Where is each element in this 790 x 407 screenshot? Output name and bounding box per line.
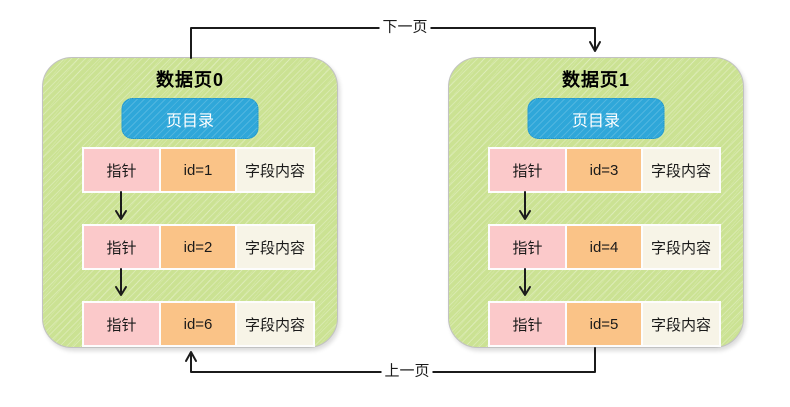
data-page-0: 数据页0 页目录 指针 id=1 字段内容 指针 id=2 字段内容 指针 id… [42, 57, 338, 348]
content-cell: 字段内容 [641, 147, 721, 193]
record-list: 指针 id=1 字段内容 指针 id=2 字段内容 指针 id=6 字段内容 [82, 147, 317, 378]
content-cell: 字段内容 [235, 147, 315, 193]
content-cell: 字段内容 [235, 224, 315, 270]
pointer-cell: 指针 [488, 301, 567, 347]
record-row: 指针 id=2 字段内容 [82, 224, 317, 270]
id-cell: id=3 [565, 147, 643, 193]
id-cell: id=1 [159, 147, 237, 193]
content-cell: 字段内容 [641, 301, 721, 347]
record-row: 指针 id=1 字段内容 [82, 147, 317, 193]
record-row: 指针 id=3 字段内容 [488, 147, 723, 193]
content-cell: 字段内容 [641, 224, 721, 270]
id-cell: id=2 [159, 224, 237, 270]
record-row: 指针 id=5 字段内容 [488, 301, 723, 347]
pointer-cell: 指针 [488, 224, 567, 270]
id-cell: id=6 [159, 301, 237, 347]
page-title: 数据页1 [561, 70, 630, 90]
prev-page-label: 上一页 [381, 359, 433, 381]
page-title: 数据页0 [155, 70, 224, 90]
id-cell: id=5 [565, 301, 643, 347]
content-cell: 字段内容 [235, 301, 315, 347]
record-list: 指针 id=3 字段内容 指针 id=4 字段内容 指针 id=5 字段内容 [488, 147, 723, 378]
data-page-1: 数据页1 页目录 指针 id=3 字段内容 指针 id=4 字段内容 指针 id… [448, 57, 744, 348]
record-row: 指针 id=4 字段内容 [488, 224, 723, 270]
pointer-cell: 指针 [82, 301, 161, 347]
pointer-cell: 指针 [82, 147, 161, 193]
page-directory-box: 页目录 [527, 98, 665, 139]
next-page-label: 下一页 [379, 15, 431, 37]
pointer-cell: 指针 [82, 224, 161, 270]
pointer-cell: 指针 [488, 147, 567, 193]
page-directory-box: 页目录 [121, 98, 259, 139]
record-row: 指针 id=6 字段内容 [82, 301, 317, 347]
id-cell: id=4 [565, 224, 643, 270]
